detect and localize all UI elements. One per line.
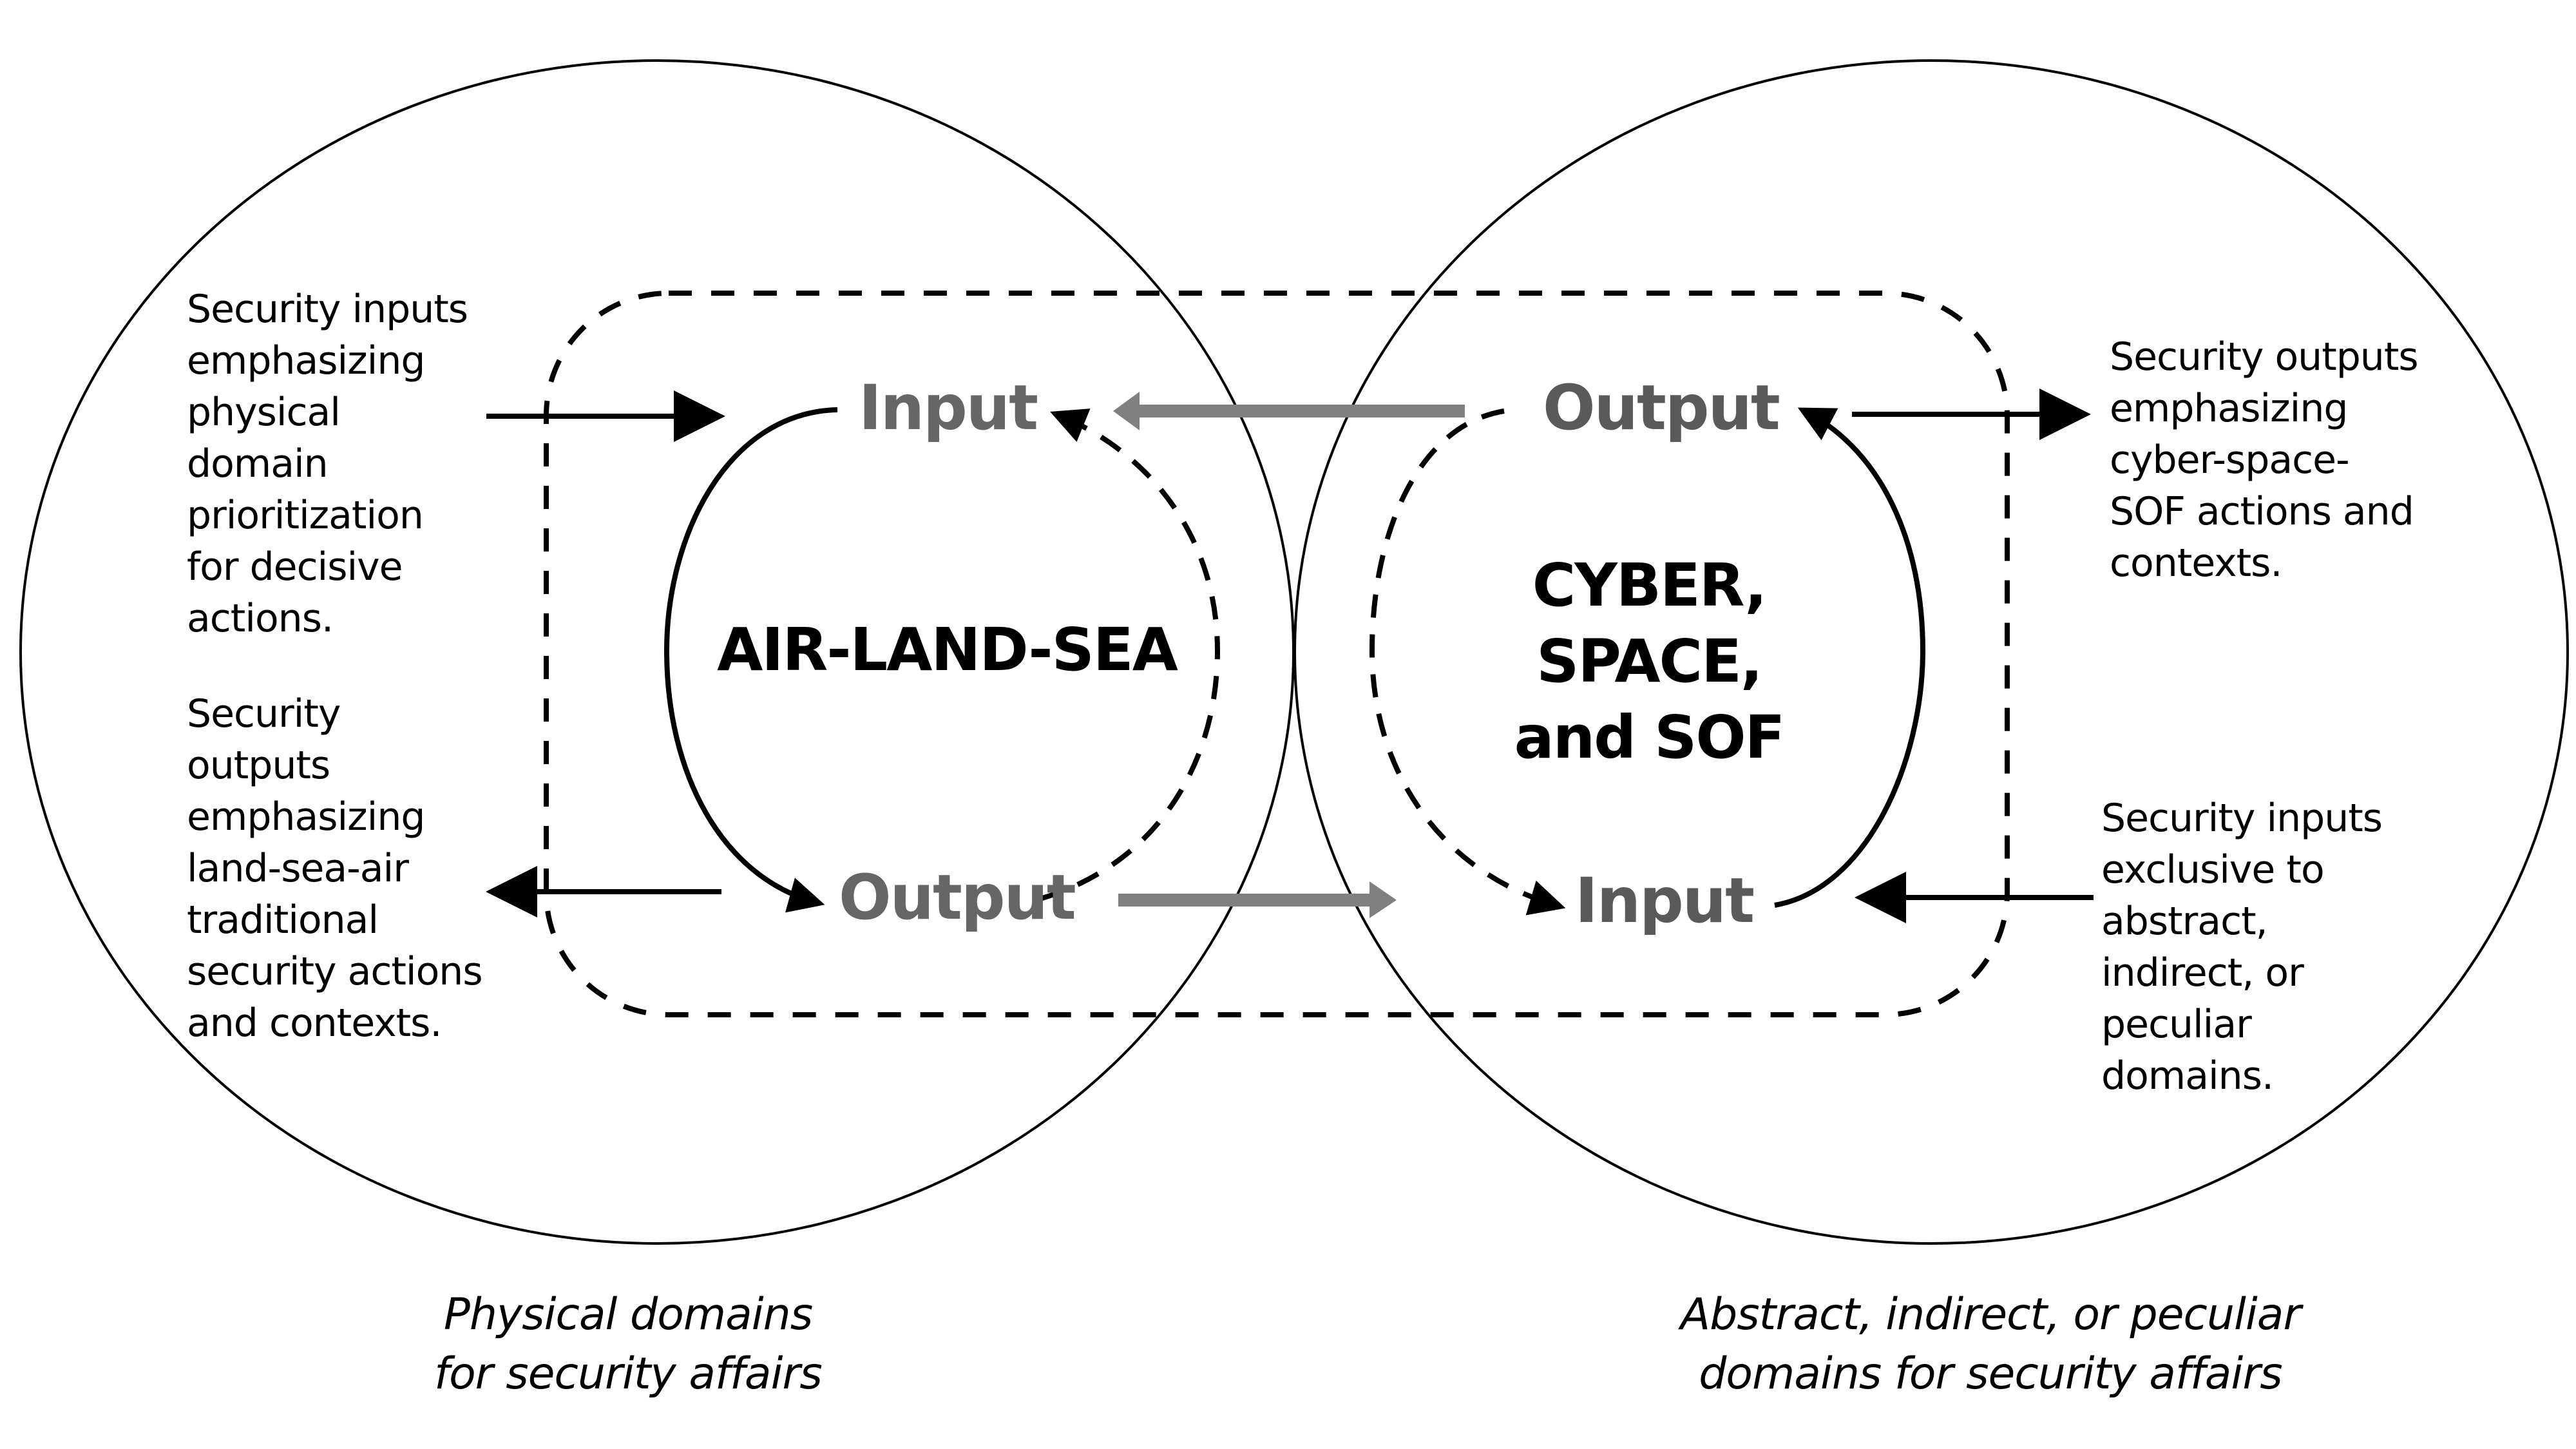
right-output-label: Output — [1543, 372, 1780, 444]
right-loop-solid-arc — [1774, 407, 1926, 908]
transfer-arrow-left-to-right — [1118, 881, 1397, 918]
left-output-label: Output — [839, 861, 1076, 934]
right-input-label: Input — [1575, 865, 1755, 937]
physical-domains-caption: Physical domains for security affairs — [434, 1289, 823, 1399]
left-loop-dashed-arc — [1039, 408, 1221, 901]
shared-boundary-dashed-rect — [544, 291, 2010, 1017]
transfer-arrow-right-to-left — [1113, 392, 1465, 430]
right-outputs-description: Security outputs emphasizing cyber-space… — [2110, 334, 2419, 586]
right-loop-dashed-arc — [1369, 408, 1566, 916]
right-inputs-description: Security inputs exclusive to abstract, i… — [2101, 796, 2383, 1099]
left-inputs-description: Security inputs emphasizing physical dom… — [187, 287, 468, 641]
air-land-sea-title: AIR-LAND-SEA — [717, 615, 1178, 684]
abstract-domain-ellipse — [1293, 59, 2569, 1245]
left-loop-solid-arc — [663, 407, 838, 913]
cyber-space-sof-title: CYBER, SPACE, and SOF — [1514, 551, 1786, 772]
left-outputs-description: Security outputs emphasizing land-sea-ai… — [187, 691, 483, 1046]
abstract-domains-caption: Abstract, indirect, or peculiar domains … — [1680, 1289, 2302, 1399]
left-input-label: Input — [859, 372, 1038, 444]
